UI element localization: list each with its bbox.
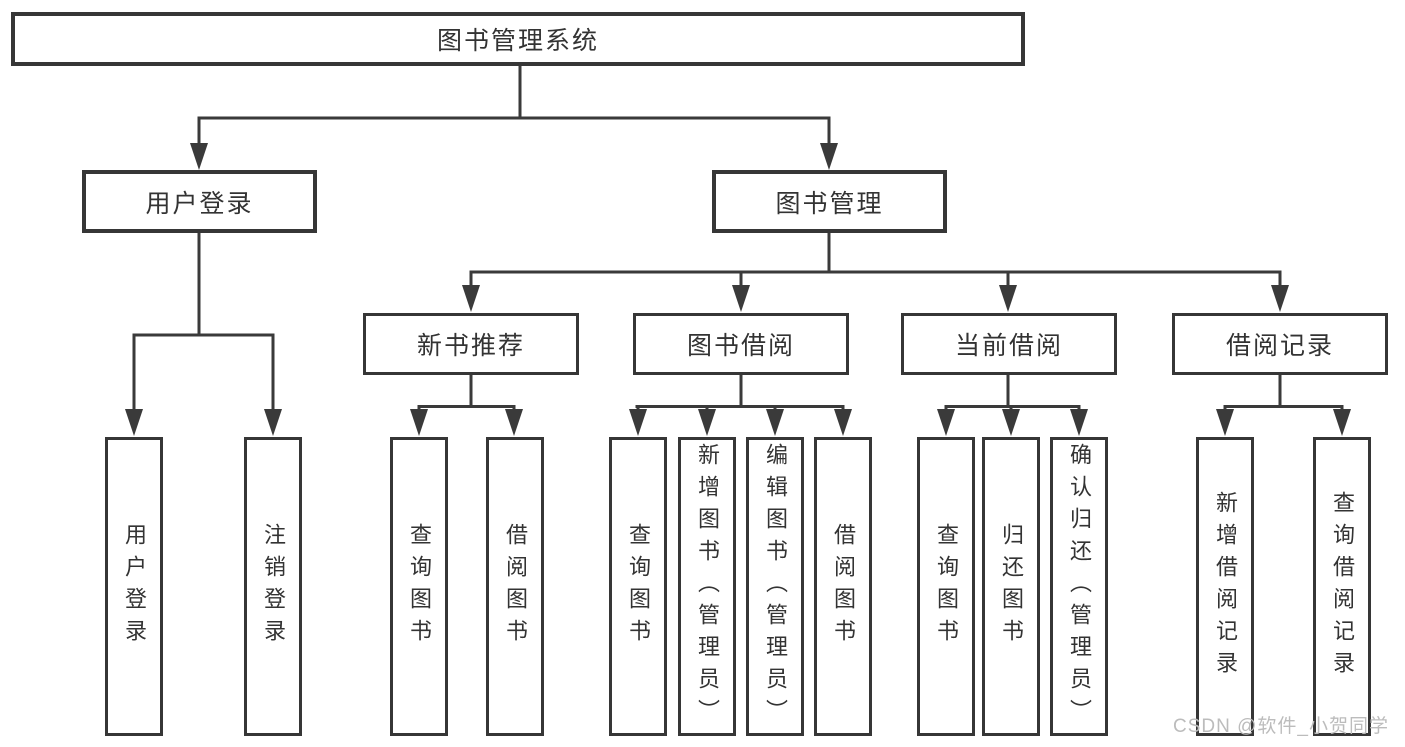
leaf-borrow-books: 借阅图书 <box>486 437 544 736</box>
arrowhead-icon <box>999 285 1017 312</box>
arrowhead-icon <box>732 285 750 312</box>
arrowhead-icon <box>1002 409 1020 436</box>
arrowhead-icon <box>505 409 523 436</box>
node-label: 查询图书 <box>934 522 959 651</box>
csdn-watermark: CSDN @软件_小贺同学 <box>1173 716 1389 737</box>
leaf-query-books: 查询图书 <box>609 437 667 736</box>
node-label: 图书管理 <box>775 189 884 218</box>
node-label: 查询图书 <box>626 522 651 651</box>
node-label: 用户登录 <box>145 189 254 218</box>
node-label: 查询图书 <box>407 522 432 651</box>
arrowhead-icon <box>190 143 208 170</box>
arrowhead-icon <box>1333 409 1351 436</box>
node-label: 确认归还（管理员） <box>1067 442 1092 731</box>
leaf-confirm-return-admin: 确认归还（管理员） <box>1050 437 1108 736</box>
leaf-add-books-admin: 新增图书（管理员） <box>678 437 736 736</box>
node-user-login: 用户登录 <box>82 170 317 233</box>
node-label: 新书推荐 <box>416 332 525 360</box>
leaf-edit-books-admin: 编辑图书（管理员） <box>746 437 804 736</box>
node-label: 注销登录 <box>261 522 286 651</box>
arrowhead-icon <box>410 409 428 436</box>
arrowhead-icon <box>766 409 784 436</box>
node-label: 新增图书（管理员） <box>695 442 720 731</box>
node-label: 编辑图书（管理员） <box>763 442 788 731</box>
connector-user-login-branch <box>125 231 282 436</box>
connector-current-borrow-branch <box>937 374 1088 436</box>
arrowhead-icon <box>937 409 955 436</box>
leaf-query-borrow-record: 查询借阅记录 <box>1313 437 1371 736</box>
leaf-logout: 注销登录 <box>244 437 302 736</box>
node-library-system: 图书管理系统 <box>11 12 1025 66</box>
arrowhead-icon <box>125 409 143 436</box>
node-label: 用户登录 <box>122 522 147 651</box>
node-current-borrowing: 当前借阅 <box>901 313 1117 375</box>
node-label: 图书借阅 <box>686 332 795 360</box>
connector-root-to-level2 <box>190 64 838 170</box>
node-new-book-recommend: 新书推荐 <box>363 313 579 375</box>
node-label: 图书管理系统 <box>436 27 599 55</box>
leaf-add-borrow-record: 新增借阅记录 <box>1196 437 1254 736</box>
leaf-user-login: 用户登录 <box>105 437 163 736</box>
node-book-borrowing: 图书借阅 <box>633 313 849 375</box>
arrowhead-icon <box>1216 409 1234 436</box>
connector-borrow-records-branch <box>1216 374 1351 436</box>
arrowhead-icon <box>629 409 647 436</box>
node-label: 归还图书 <box>999 522 1024 651</box>
connector-book-borrow-branch <box>629 374 852 436</box>
connector-new-book-branch <box>410 374 523 436</box>
arrowhead-icon <box>698 409 716 436</box>
arrowhead-icon <box>820 143 838 170</box>
node-label: 借阅图书 <box>503 522 528 651</box>
arrowhead-icon <box>1070 409 1088 436</box>
leaf-query-books: 查询图书 <box>390 437 448 736</box>
arrowhead-icon <box>834 409 852 436</box>
arrowhead-icon <box>264 409 282 436</box>
leaf-return-books: 归还图书 <box>982 437 1040 736</box>
arrowhead-icon <box>462 285 480 312</box>
node-label: 查询借阅记录 <box>1330 490 1355 683</box>
node-label: 借阅图书 <box>831 522 856 651</box>
leaf-query-books: 查询图书 <box>917 437 975 736</box>
node-book-management: 图书管理 <box>712 170 947 233</box>
node-label: 借阅记录 <box>1225 332 1334 360</box>
leaf-borrow-books: 借阅图书 <box>814 437 872 736</box>
node-borrow-records: 借阅记录 <box>1172 313 1388 375</box>
connector-book-mgmt-branch <box>462 231 1289 312</box>
node-label: 当前借阅 <box>954 332 1063 360</box>
arrowhead-icon <box>1271 285 1289 312</box>
node-label: 新增借阅记录 <box>1213 490 1238 683</box>
